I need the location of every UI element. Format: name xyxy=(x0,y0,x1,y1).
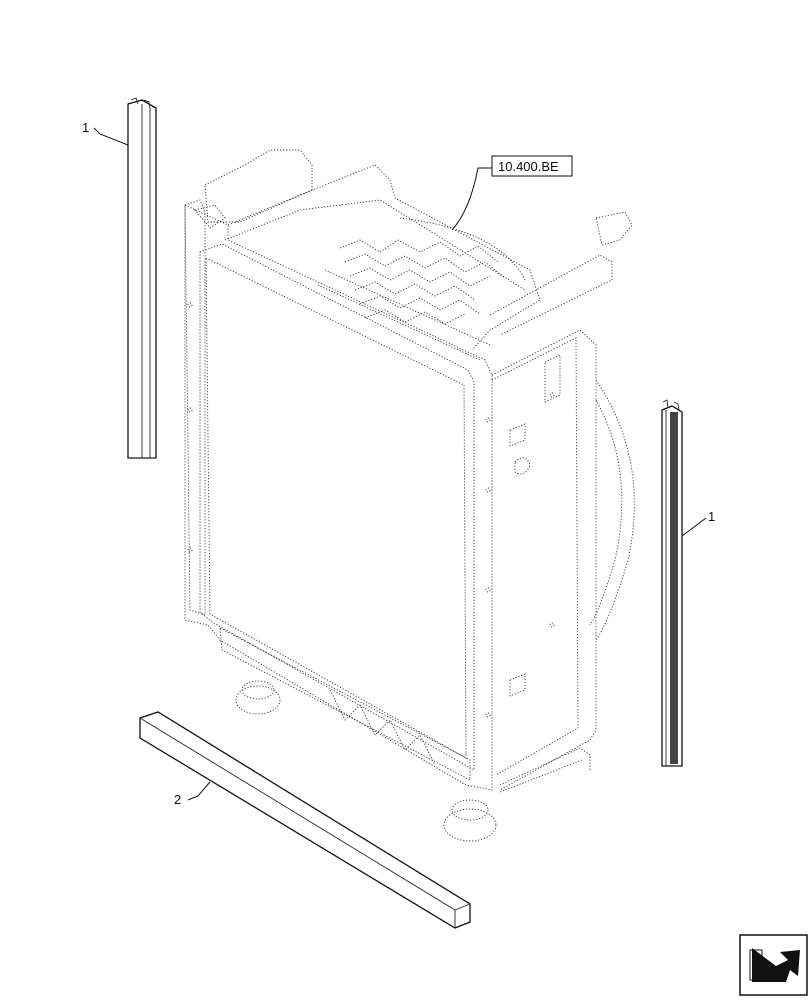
callout-2: 2 xyxy=(174,792,181,807)
foam-block xyxy=(139,711,471,929)
reference-label[interactable]: 10.400.BE xyxy=(491,155,573,177)
callout-leaders xyxy=(93,127,707,801)
arrow-nav-icon[interactable] xyxy=(739,934,808,996)
radiator-assembly xyxy=(184,149,635,842)
callout-1-right: 1 xyxy=(708,509,715,524)
seal-strip-right xyxy=(661,399,683,767)
seal-strip-left xyxy=(127,97,157,459)
reference-label-text: 10.400.BE xyxy=(498,159,559,174)
callout-1-left: 1 xyxy=(82,120,89,135)
